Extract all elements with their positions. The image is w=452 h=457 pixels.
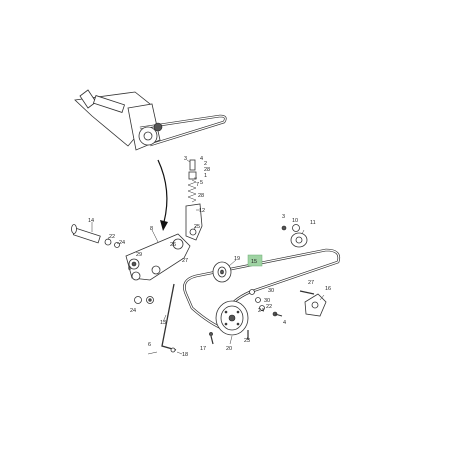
- callout-10: 10: [292, 218, 298, 224]
- callout-24: 24: [119, 240, 125, 246]
- callout-3-upper: 3: [184, 156, 187, 162]
- pivot-bracket-8: [125, 233, 191, 281]
- callout-6: 6: [128, 266, 131, 272]
- callout-4-right: 4: [283, 320, 286, 326]
- callout-30-a: 30: [268, 288, 274, 294]
- hardware-right: [281, 224, 300, 232]
- callout-1: 1: [204, 173, 207, 179]
- callout-4-upper: 4: [200, 156, 203, 162]
- callout-22: 22: [109, 234, 115, 240]
- callout-labels: 14 22 24 8 26 29 6 12 25 27 7 3 4 5 2 28…: [88, 156, 331, 358]
- callout-23: 23: [244, 338, 250, 344]
- callout-18: 18: [182, 352, 188, 358]
- callout-27-upper: 27: [182, 258, 188, 264]
- drive-sheave-20: [215, 300, 249, 336]
- callout-8: 8: [150, 226, 153, 232]
- shaft-14: [71, 224, 120, 248]
- callout-6-lower: 6: [148, 342, 151, 348]
- callout-11: 11: [310, 220, 316, 226]
- callout-7: 7: [196, 182, 199, 188]
- hardware-left: [134, 296, 154, 304]
- callout-3-right: 3: [282, 214, 285, 220]
- callout-28-a: 28: [204, 167, 210, 173]
- callout-25: 25: [194, 224, 200, 230]
- callout-5: 5: [200, 180, 203, 186]
- callout-30-b: 30: [264, 298, 270, 304]
- callout-15: 15: [251, 259, 257, 265]
- callout-14: 14: [88, 218, 94, 224]
- callout-12: 12: [199, 208, 205, 214]
- callout-27-right: 27: [308, 280, 314, 286]
- callout-28-b: 28: [198, 193, 204, 199]
- callout-16: 16: [325, 286, 331, 292]
- idler-pulley-19: [212, 261, 232, 283]
- rod-13: [161, 283, 177, 353]
- callout-13: 13: [160, 320, 166, 326]
- callout-29: 29: [136, 252, 142, 258]
- pulley-11: [290, 232, 308, 248]
- callout-24-right: 24: [258, 308, 264, 314]
- callout-19: 19: [234, 256, 240, 262]
- callout-2: 2: [204, 161, 207, 167]
- callout-17: 17: [200, 346, 206, 352]
- washer-stack: [249, 289, 283, 317]
- callout-20: 20: [226, 346, 232, 352]
- highlight-box-15: [247, 254, 263, 267]
- overview-assembly: [74, 89, 227, 151]
- idler-arm: [185, 159, 203, 241]
- bolts: [209, 330, 249, 345]
- flange-16: [299, 290, 327, 317]
- leader-lines: [91, 159, 325, 355]
- callout-26: 26: [170, 242, 176, 248]
- callout-24-left: 24: [130, 308, 136, 314]
- callout-22-right: 22: [266, 304, 272, 310]
- direction-arrow: [157, 159, 168, 231]
